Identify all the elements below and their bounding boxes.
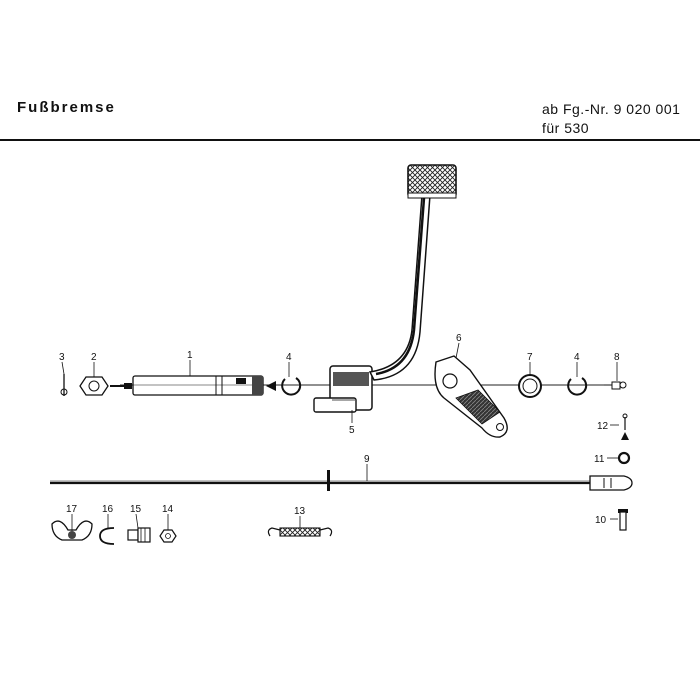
callout-7: 7 [527,352,533,363]
part-2-hex-nut [79,376,109,396]
callout-11: 11 [594,454,605,465]
callout-8: 8 [614,352,620,363]
page-title: Fußbremse [17,99,116,116]
callout-3: 3 [59,352,65,363]
header-divider [0,139,700,141]
part-4-circlip-left [281,377,302,396]
callout-13: 13 [294,506,306,517]
serial-range: ab Fg.-Nr. 9 020 001 [542,101,681,117]
part-13-return-spring [267,527,333,537]
callout-15: 15 [130,504,142,515]
callout-14: 14 [162,504,174,515]
assembly-arrow [266,381,276,391]
callout-5: 5 [349,425,355,436]
part-12-split-pin [621,413,629,440]
part-10-clevis-pin [618,509,628,531]
callout-6: 6 [456,333,462,344]
part-3-split-pin [60,374,68,396]
callout-1: 1 [187,350,193,361]
callout-4-left: 4 [286,352,292,363]
callout-17: 17 [66,504,78,515]
part-16-spring-clip [99,527,115,545]
part-6-brake-lever [434,355,508,438]
callout-16: 16 [102,504,114,515]
pedal-pad [407,164,457,199]
part-14-nut [159,529,177,543]
part-9-brake-rod [50,470,633,491]
callout-12: 12 [597,421,609,432]
part-7-bushing-ring [518,374,542,398]
part-11-washer [617,451,631,465]
part-1-shaft [110,375,264,396]
pedal-lever [368,194,431,381]
callout-10: 10 [595,515,607,526]
callout-4-right: 4 [574,352,580,363]
part-8-grease-nipple [604,381,627,390]
part-15-adjuster [127,527,151,543]
part-4-circlip-right [567,377,588,396]
model-reference: für 530 [542,120,590,136]
callout-9: 9 [364,454,370,465]
part-5-pedal-hub [313,365,373,413]
callout-2: 2 [91,352,97,363]
leader-lines [61,342,619,531]
